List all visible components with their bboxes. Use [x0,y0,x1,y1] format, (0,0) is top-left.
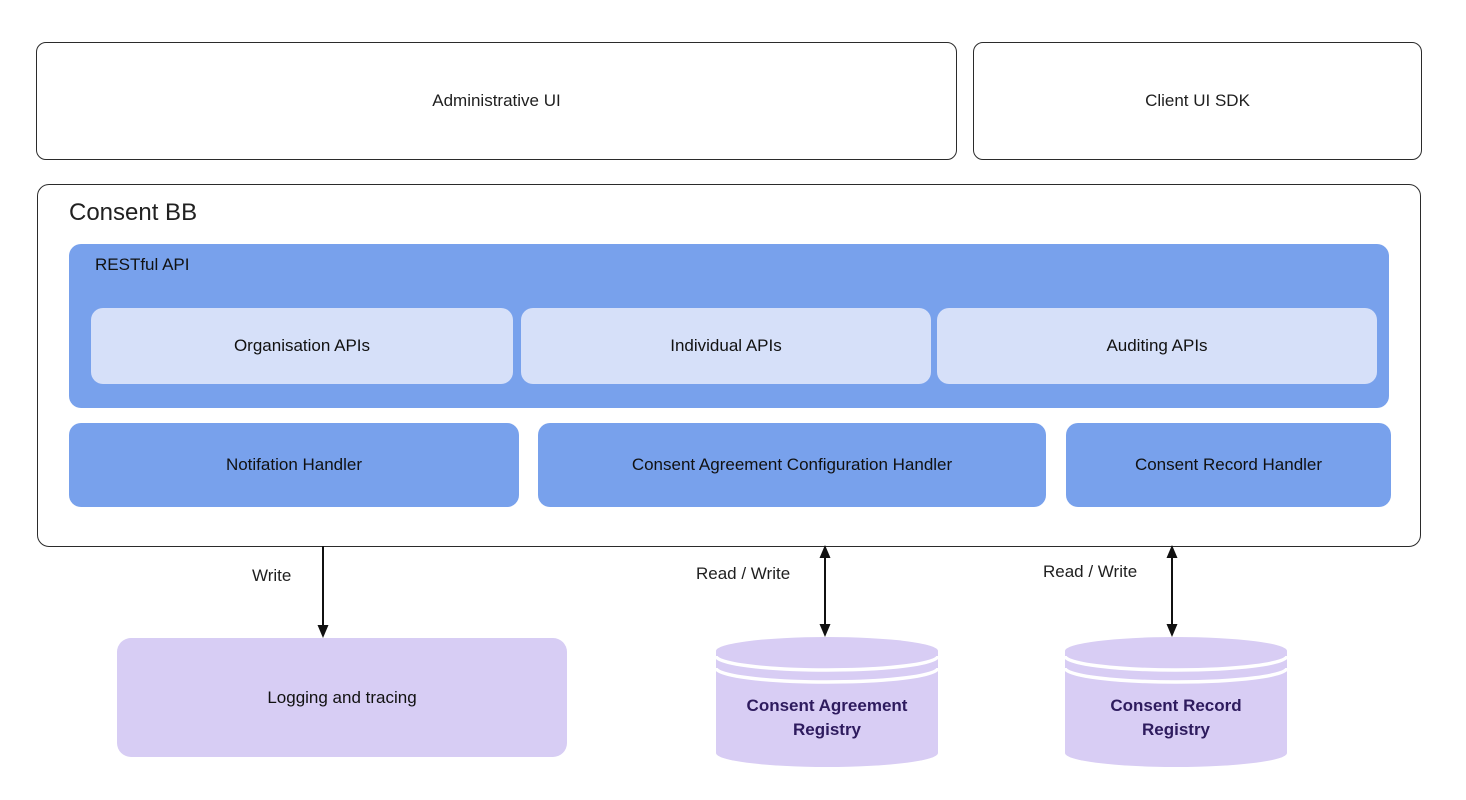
api-box-individual-label: Individual APIs [670,336,782,355]
read-write-label-1: Read / Write [696,564,791,583]
api-box-organisation: Organisation APIs [91,308,513,384]
read-write-arrow-2-icon [1166,545,1178,637]
consent-bb-title: Consent BB [69,199,198,226]
handler-box-consent-agreement-config: Consent Agreement Configuration Handler [538,423,1046,507]
registry-label-line2: Registry [1141,720,1211,739]
admin-ui-box: Administrative UI [36,42,957,160]
admin-ui-label: Administrative UI [432,91,561,110]
database-icon [716,637,938,767]
write-arrow-icon [317,546,329,638]
client-ui-sdk-label: Client UI SDK [1145,91,1250,110]
logging-tracing-box: Logging and tracing [117,638,567,757]
api-box-individual: Individual APIs [521,308,931,384]
consent-record-registry-label: Consent Record Registry [1065,694,1287,742]
write-label: Write [252,566,292,585]
api-box-organisation-label: Organisation APIs [233,336,371,355]
handler-box-consent-agreement-config-label: Consent Agreement Configuration Handler [631,455,953,474]
registry-label-line2: Registry [792,720,862,739]
read-write-label-2: Read / Write [1043,562,1138,581]
api-box-auditing-label: Auditing APIs [1106,336,1208,355]
consent-agreement-registry-label: Consent Agreement Registry [716,694,938,742]
database-icon [1065,637,1287,767]
restful-api-label: RESTful API [95,255,190,274]
api-box-auditing: Auditing APIs [937,308,1377,384]
registry-label-line1: Consent Agreement [746,696,908,715]
logging-tracing-label: Logging and tracing [267,687,417,707]
handler-box-notification: Notifation Handler [69,423,519,507]
client-ui-sdk-box: Client UI SDK [973,42,1422,160]
consent-agreement-registry-cylinder: Consent Agreement Registry [716,636,938,768]
registry-label-line1: Consent Record [1110,696,1242,715]
consent-bb-container: Consent BB RESTful API Organisation APIs… [37,184,1421,547]
read-write-arrow-1-icon [819,545,831,637]
restful-api-box: RESTful API Organisation APIs Individual… [69,244,1389,408]
consent-record-registry-cylinder: Consent Record Registry [1065,636,1287,768]
handler-box-consent-record: Consent Record Handler [1066,423,1391,507]
handler-box-consent-record-label: Consent Record Handler [1134,455,1323,474]
handler-box-notification-label: Notifation Handler [225,455,363,474]
